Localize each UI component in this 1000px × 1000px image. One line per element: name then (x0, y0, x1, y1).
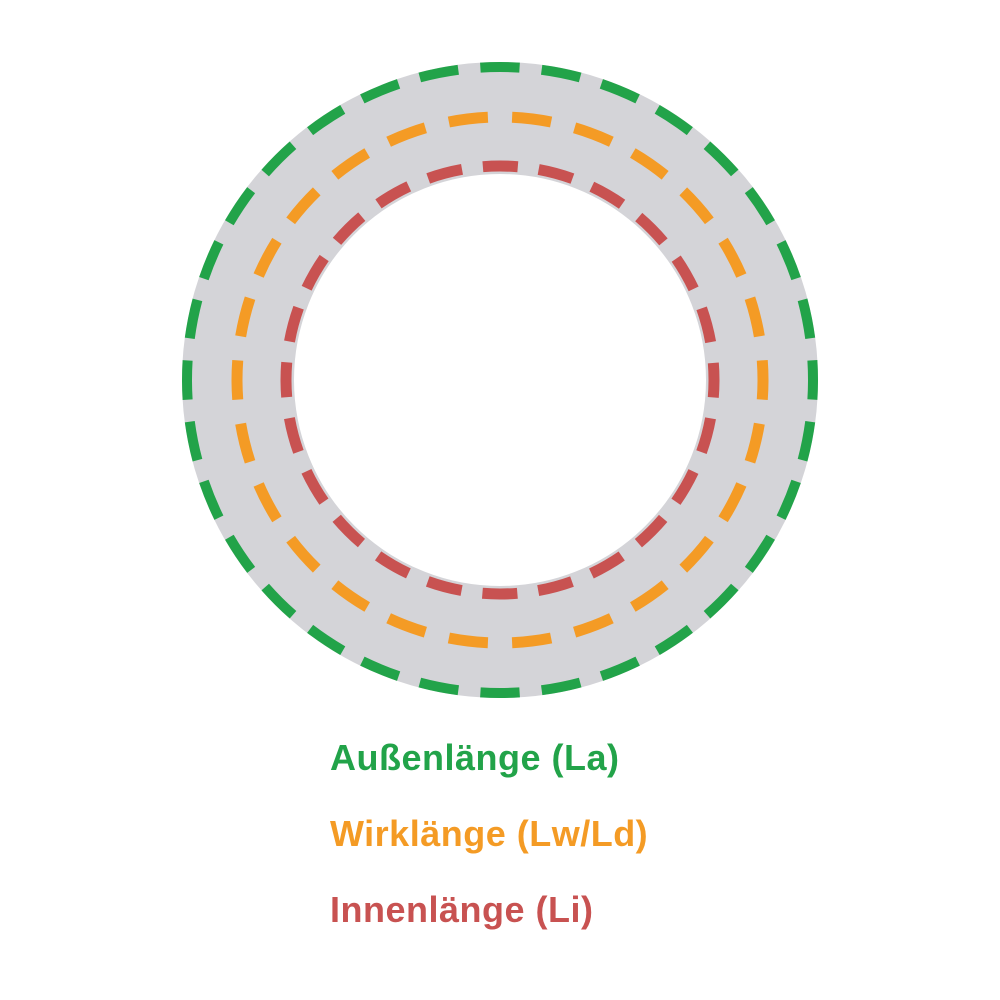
legend-inner-length-label: Innenlänge (Li) (330, 889, 594, 930)
legend-outer-length-label: Außenlänge (La) (330, 737, 620, 778)
legend: Außenlänge (La) Wirklänge (Lw/Ld) Innenl… (330, 740, 648, 928)
legend-effective-length-label: Wirklänge (Lw/Ld) (330, 813, 649, 854)
effective-length-circle (231, 111, 769, 649)
outer-length-circle (182, 62, 818, 698)
inner-length-circle (280, 160, 720, 600)
